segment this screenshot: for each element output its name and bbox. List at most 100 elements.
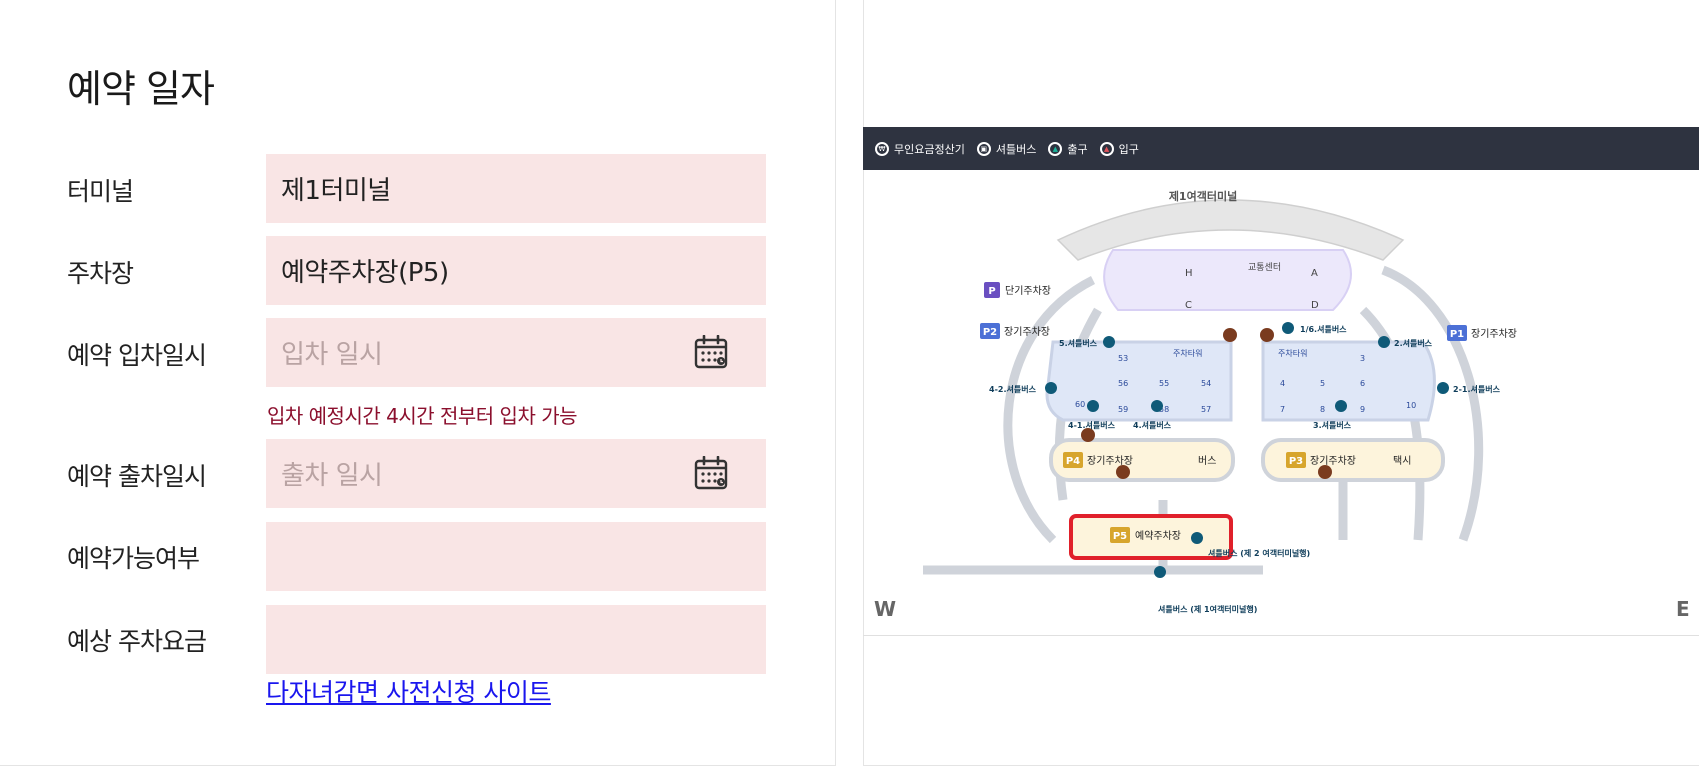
legend-item-kiosk: ₩ 무인요금정산기 [875,141,965,157]
availability-field [266,522,766,591]
compass-east: E [1676,597,1690,621]
left-block-57: 57 [1201,405,1211,414]
payment-kiosk-icon [1260,328,1274,342]
map-legend: ₩ 무인요금정산기 ▣ 셔틀버스 ▲ 출구 ▲ 입구 [863,127,1699,170]
p2-badge [980,323,1000,339]
reservation-form-panel: 예약 일자 터미널 제1터미널 주차장 예약주차장(P5) 예약 입차일시 입차… [0,0,836,766]
payment-kiosk-icon [1223,328,1237,342]
shuttle-label-2: 2.셔틀버스 [1394,338,1433,348]
p3-label: 장기주차장 [1310,455,1356,467]
terminal-field[interactable]: 제1터미널 [266,154,766,223]
gate-a: A [1311,268,1318,279]
p4-label: 장기주차장 [1087,455,1133,467]
right-tower-label: 주차타워 [1278,349,1307,358]
right-block-9: 9 [1360,405,1365,414]
calendar-icon[interactable] [694,456,728,490]
p4-block [1049,438,1235,482]
left-block-60: 60 [1075,400,1085,409]
availability-label: 예약가능여부 [67,544,200,573]
transport-center [1103,249,1352,311]
terminal-label: 제1여객터미널 [1169,189,1237,203]
estimated-fee-label: 예상 주차요금 [67,627,207,656]
left-block-55: 55 [1159,379,1169,388]
p3-block [1261,438,1445,482]
shuttle-pin-icon [1191,532,1203,544]
shuttle-pin-icon [1335,400,1347,412]
terminal-building [1056,199,1405,261]
section-title: 예약 일자 [67,67,215,111]
shuttle-label-4: 4.셔틀버스 [1133,420,1172,430]
multi-child-discount-link[interactable]: 다자녀감면 사전신청 사이트 [266,678,551,707]
p3-badge-text: P3 [1289,456,1303,467]
shuttle-label-3: 3.셔틀버스 [1313,420,1352,430]
payment-kiosk-icon [1116,465,1130,479]
entry-time-hint: 입차 예정시간 4시간 전부터 입차 가능 [267,404,578,428]
short-term-badge-text: P [988,286,995,297]
shuttle-pin-icon [1087,400,1099,412]
shuttle-label-2-1: 2-1.셔틀버스 [1453,384,1501,394]
p5-reserved-block [1069,514,1233,560]
right-block-8: 8 [1320,405,1325,414]
left-block-54: 54 [1201,379,1211,388]
shuttle-label-to-t1: 셔틀버스 (제 1여객터미널행) [1158,604,1257,614]
p2-label: 장기주차장 [1004,326,1050,338]
entrance-icon: ▲ [1099,141,1114,156]
terminal-value: 제1터미널 [281,176,391,206]
legend-item-shuttle: ▣ 셔틀버스 [976,141,1037,157]
right-block-4: 4 [1280,379,1285,388]
legend-item-entrance: ▲ 입구 [1099,141,1139,157]
shuttle-pin-icon [1151,400,1163,412]
gate-c: C [1185,300,1192,311]
compass-west: W [874,597,897,621]
p1-badge [1447,325,1467,341]
shuttle-pin-icon [1437,382,1449,394]
p3-badge [1286,452,1306,468]
left-tower-label: 주차타워 [1173,349,1202,358]
p4-badge-text: P4 [1066,456,1080,467]
terminal-label: 터미널 [67,177,134,206]
exit-datetime-input[interactable]: 출차 일시 [266,439,766,508]
kiosk-pins [1081,328,1332,479]
left-block-56: 56 [1118,379,1128,388]
short-term-badge [984,282,1000,298]
shuttle-pin-icon [1154,566,1166,578]
payment-kiosk-icon: ₩ [875,141,889,156]
gate-h: H [1185,268,1193,279]
shuttle-bus-icon: ▣ [976,141,991,156]
estimated-fee-field [266,605,766,674]
short-term-label: 단기주차장 [1005,285,1051,297]
bus-area-label: 버스 [1198,455,1216,467]
legend-label: 입구 [1118,142,1139,156]
p2-badge-text: P2 [983,327,997,338]
payment-kiosk-icon [1081,428,1095,442]
right-block-6: 6 [1360,379,1365,388]
right-block-10: 10 [1406,401,1416,410]
legend-label: 무인요금정산기 [894,142,965,156]
right-block-3: 3 [1360,354,1365,363]
exit-datetime-placeholder: 출차 일시 [281,461,383,491]
p5-label: 예약주차장 [1135,530,1181,542]
p1-label: 장기주차장 [1471,328,1517,340]
calendar-icon[interactable] [694,335,728,369]
shuttle-pin-icon [1378,336,1390,348]
shuttle-pin-icon [1282,322,1294,334]
shuttle-label-5: 5.셔틀버스 [1059,338,1098,348]
exit-icon: ▲ [1048,141,1063,156]
p5-badge-text: P5 [1113,531,1127,542]
gate-d: D [1311,300,1319,311]
legend-label: 셔틀버스 [995,142,1037,156]
parking-block-right [1261,340,1436,422]
shuttle-pin-icon [1045,382,1057,394]
p5-badge [1110,527,1130,543]
parking-lot-field[interactable]: 예약주차장(P5) [266,236,766,305]
left-block-59: 59 [1118,405,1128,414]
entry-datetime-input[interactable]: 입차 일시 [266,318,766,387]
shuttle-label-4-1: 4-1.셔틀버스 [1068,420,1116,430]
parking-lot-value: 예약주차장(P5) [281,258,449,288]
left-block-53: 53 [1118,354,1128,363]
entry-datetime-label: 예약 입차일시 [67,341,207,370]
right-block-7: 7 [1280,405,1285,414]
p4-badge [1063,452,1083,468]
left-block-58: 58 [1159,405,1169,414]
exit-datetime-label: 예약 출차일시 [67,462,207,491]
